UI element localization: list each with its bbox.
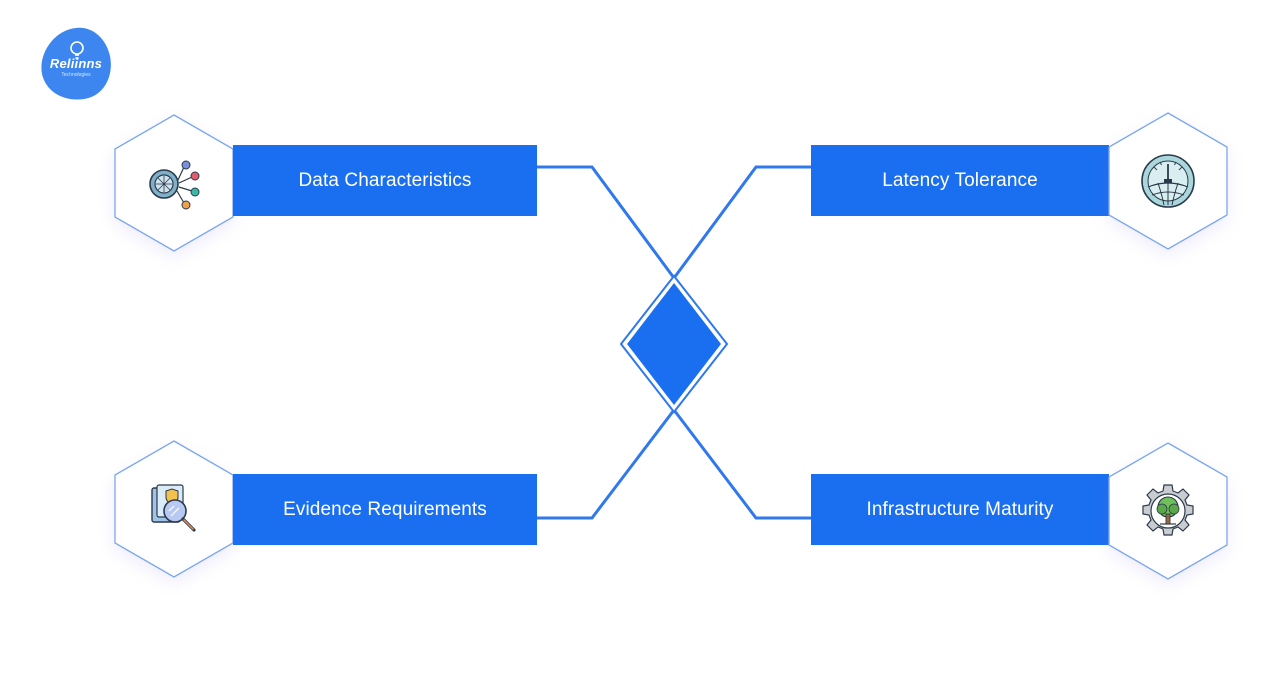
label-data-characteristics: Data Characteristics	[233, 145, 537, 216]
brand-tagline: Technologies	[61, 72, 91, 78]
logo-blob	[41, 27, 111, 100]
connector-infrastructure-maturity	[672, 409, 811, 520]
connector-data-characteristics	[537, 165, 676, 279]
connector-evidence-requirements	[537, 409, 676, 520]
gauge-globe-icon	[1141, 154, 1195, 208]
center-diamond	[619, 274, 729, 414]
brand-name: Reliinns	[49, 56, 103, 71]
label-latency-tolerance: Latency Tolerance	[811, 145, 1109, 216]
data-network-icon	[149, 160, 200, 210]
connector-latency-tolerance	[672, 165, 811, 279]
hex-infrastructure-maturity	[1108, 442, 1228, 580]
hex-data-characteristics	[114, 114, 234, 252]
label-evidence-requirements: Evidence Requirements	[233, 474, 537, 545]
lightbulb-icon	[70, 41, 84, 59]
hex-latency-tolerance	[1108, 112, 1228, 250]
brand-logo: Reliinns Technologies	[40, 26, 112, 100]
label-infrastructure-maturity: Infrastructure Maturity	[811, 474, 1109, 545]
magnifier-document-icon	[151, 484, 196, 532]
gear-tree-icon	[1142, 484, 1194, 536]
hex-evidence-requirements	[114, 440, 234, 578]
